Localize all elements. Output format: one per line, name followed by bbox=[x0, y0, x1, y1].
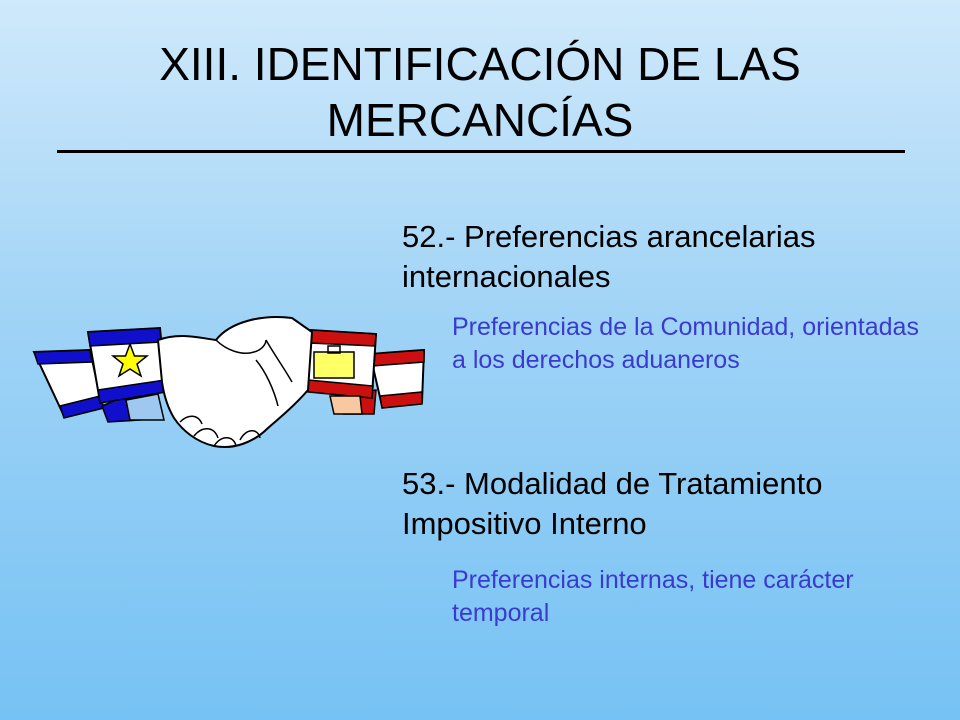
handshake-flags-icon bbox=[30, 310, 430, 470]
slide-title: XIII. IDENTIFICACIÓN DE LAS MERCANCÍAS bbox=[60, 36, 900, 148]
item-53: 53.- Modalidad de Tratamiento Impositivo… bbox=[402, 464, 922, 630]
handshake-illustration bbox=[32, 316, 426, 448]
title-line-1: XIII. IDENTIFICACIÓN DE LAS bbox=[159, 38, 801, 90]
handshake-hands bbox=[156, 316, 314, 448]
item-description: Preferencias internas, tiene carácter te… bbox=[452, 566, 854, 627]
title-line-2: MERCANCÍAS bbox=[326, 94, 634, 146]
star-icon bbox=[110, 341, 150, 378]
briefcase-icon bbox=[313, 351, 355, 379]
item-heading: 52.- Preferencias arancelarias internaci… bbox=[402, 219, 816, 294]
item-52: 52.- Preferencias arancelarias internaci… bbox=[402, 217, 922, 377]
item-heading: 53.- Modalidad de Tratamiento Impositivo… bbox=[402, 466, 823, 541]
item-description: Preferencias de la Comunidad, orientadas… bbox=[452, 313, 919, 374]
title-underline bbox=[57, 150, 905, 153]
